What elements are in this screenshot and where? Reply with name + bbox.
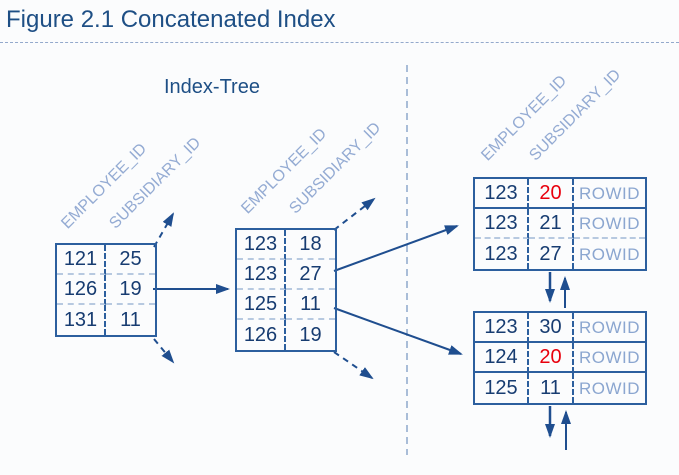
table-cell: 123 — [237, 260, 286, 290]
table-cell: 123 — [475, 313, 529, 343]
table-cell: 121 — [57, 245, 106, 275]
index-root-node: EMPLOYEE_ID SUBSIDIARY_ID 121 25 126 19 … — [55, 134, 204, 337]
table-cell: 30 — [529, 313, 574, 343]
table-cell: 11 — [529, 373, 574, 403]
index-branch-node: EMPLOYEE_ID SUBSIDIARY_ID 123 18 123 27 … — [235, 119, 384, 352]
table-cell: 123 — [237, 230, 286, 260]
table-cell: 27 — [529, 239, 574, 269]
title-divider-rule — [0, 42, 679, 43]
arrow-branch-down-dashed — [333, 351, 374, 380]
table-cell-highlight: 20 — [529, 343, 574, 373]
table-cell: 18 — [286, 230, 335, 260]
leaf-table-bottom: 123 30 ROWID 124 20 ROWID 125 11 ROWID — [473, 311, 647, 405]
index-tree-label: Index-Tree — [164, 76, 260, 98]
table-cell: 126 — [57, 275, 106, 305]
table-cell: 124 — [475, 343, 529, 373]
table-cell: 123 — [475, 209, 529, 239]
figure-title: Figure 2.1 Concatenated Index — [6, 6, 336, 33]
table-cell: 131 — [57, 305, 106, 335]
arrow-branch-up-dashed — [333, 197, 376, 231]
table-cell: 125 — [475, 373, 529, 403]
table-cell: 27 — [286, 260, 335, 290]
index-leaf-node-bottom: 123 30 ROWID 124 20 ROWID 125 11 ROWID — [473, 311, 647, 405]
table-cell: 11 — [120, 309, 141, 331]
table-cell: 126 — [237, 320, 286, 350]
rowid-cell: ROWID — [578, 244, 641, 264]
table-cell: 11 — [286, 290, 335, 320]
table-cell: 19 — [106, 275, 155, 305]
table-cell: 25 — [106, 245, 155, 275]
rowid-cell: ROWID — [574, 179, 645, 209]
root-table: 121 25 126 19 131 11 — [55, 243, 157, 337]
index-leaf-node-top: EMPLOYEE_ID SUBSIDIARY_ID 123 20 ROWID 1… — [473, 66, 647, 271]
rowid-cell: ROWID — [574, 313, 645, 343]
table-cell: 19 — [299, 324, 322, 346]
rowid-cell: ROWID — [574, 343, 645, 373]
branch-table: 123 18 123 27 125 11 126 19 — [235, 228, 337, 352]
table-cell: 123 — [475, 239, 529, 269]
arrow-branch-to-leaf-top — [333, 225, 459, 272]
rowid-cell: ROWID — [574, 209, 645, 239]
table-cell-highlight: 20 — [529, 179, 574, 209]
table-cell: 125 — [237, 290, 286, 320]
arrow-root-down-dashed — [153, 338, 175, 364]
arrow-branch-to-leaf-bottom — [333, 307, 463, 355]
rowid-cell: ROWID — [578, 378, 641, 398]
table-cell: 123 — [475, 179, 529, 209]
leaf-table-top: 123 20 ROWID 123 21 ROWID 123 27 ROWID — [473, 177, 647, 271]
table-cell: 21 — [529, 209, 574, 239]
